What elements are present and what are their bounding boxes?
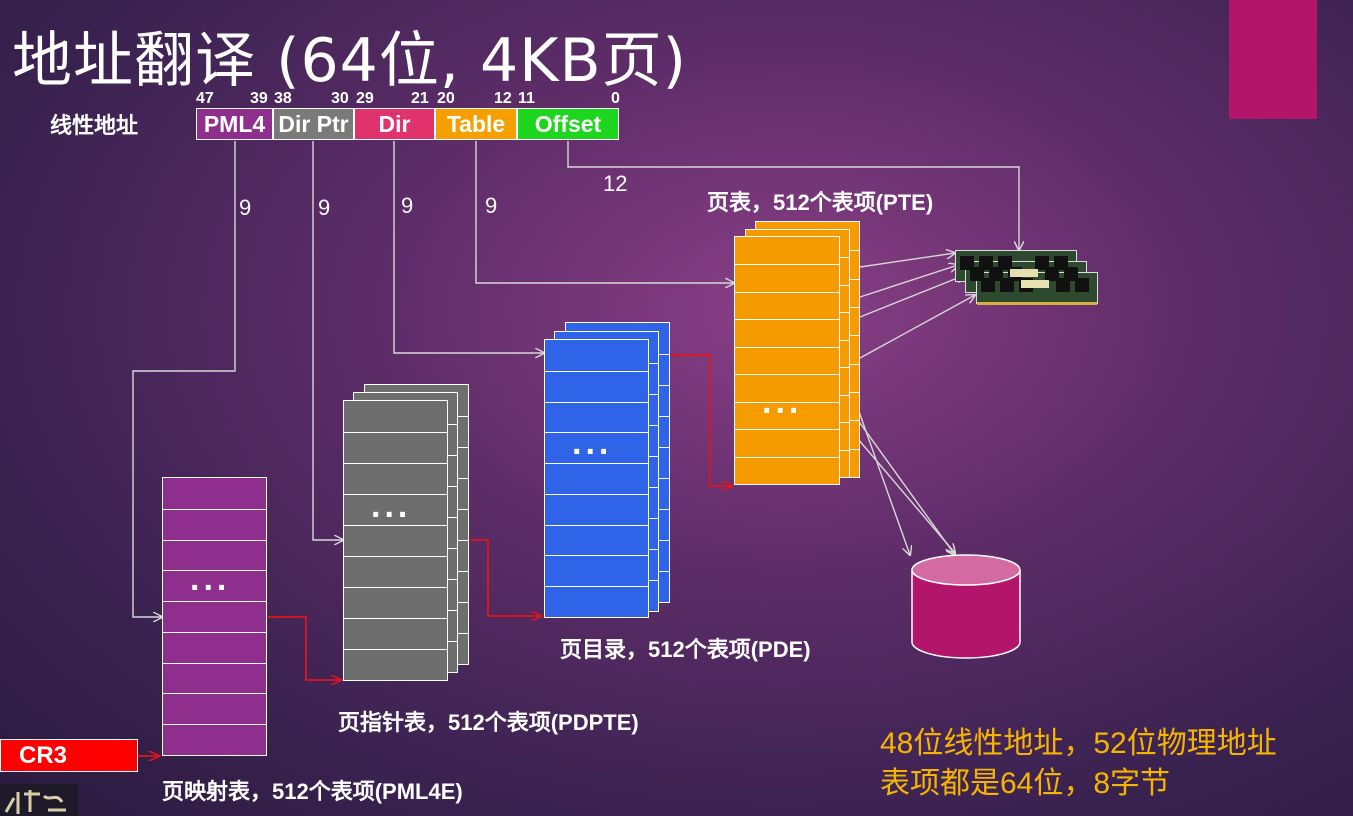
table-row-divider (735, 429, 839, 430)
bit-number: 11 (518, 90, 535, 107)
table-row-divider (163, 632, 266, 633)
ellipsis: ... (371, 487, 412, 525)
table-row-divider (344, 556, 447, 557)
table-row-divider (735, 264, 839, 265)
bit-number: 38 (274, 90, 292, 107)
table-row-divider (735, 347, 839, 348)
table-row-divider (545, 402, 648, 403)
bit-number: 47 (196, 90, 214, 107)
table-row-divider (163, 693, 266, 694)
table-row-divider (163, 570, 266, 571)
bit-number: 0 (611, 90, 620, 107)
bit-number: 20 (437, 90, 455, 107)
bit-number: 30 (331, 90, 349, 107)
table-row-divider (344, 649, 447, 650)
table-row-divider (545, 432, 648, 433)
page-title: 地址翻译 (64位, 4KB页) (12, 26, 688, 96)
corner-logo (0, 784, 78, 816)
bit-number: 21 (411, 90, 429, 107)
table-row-divider (735, 319, 839, 320)
table-row-divider (545, 586, 648, 587)
bit-count: 9 (239, 195, 252, 220)
pdpt-caption: 页指针表，512个表项(PDPTE) (338, 710, 639, 735)
table-row-divider (163, 601, 266, 602)
bit-number: 29 (356, 90, 374, 107)
summary-line: 48位线性地址，52位物理地址 (880, 727, 1277, 760)
accent-box (1229, 0, 1317, 119)
table-row-divider (545, 371, 648, 372)
table-row-divider (545, 494, 648, 495)
table-row-divider (344, 432, 447, 433)
table-row-divider (344, 618, 447, 619)
table-row-divider (163, 724, 266, 725)
bit-count: 9 (318, 195, 331, 220)
linear-address-label: 线性地址 (50, 113, 139, 138)
table-row-divider (545, 555, 648, 556)
table-row-divider (735, 402, 839, 403)
pd-caption: 页目录，512个表项(PDE) (560, 637, 811, 662)
summary-text: 48位线性地址，52位物理地址 表项都是64位，8字节 (880, 724, 1277, 804)
bit-count: 12 (603, 171, 628, 196)
table-row-divider (163, 540, 266, 541)
bit-count: 9 (485, 193, 498, 218)
table-row-divider (344, 494, 447, 495)
pml4-caption: 页映射表，512个表项(PML4E) (162, 779, 463, 804)
field-dir: Dir (354, 108, 435, 140)
table-row-divider (545, 525, 648, 526)
field-table: Table (435, 108, 517, 140)
ellipsis: ... (190, 560, 231, 598)
table-row-divider (545, 463, 648, 464)
field-pml4: PML4 (196, 108, 273, 140)
pt-caption: 页表，512个表项(PTE) (707, 190, 934, 215)
summary-line: 表项都是64位，8字节 (880, 767, 1171, 800)
table-row-divider (735, 292, 839, 293)
ellipsis: ... (572, 424, 613, 462)
ellipsis: ... (762, 383, 803, 421)
bit-number: 12 (494, 90, 512, 107)
table-row-divider (344, 587, 447, 588)
table-row-divider (344, 525, 447, 526)
table-row-divider (163, 509, 266, 510)
cr3-register: CR3 (0, 739, 138, 772)
table-row-divider (344, 463, 447, 464)
disk-icon (911, 554, 1021, 659)
field-dir-ptr: Dir Ptr (273, 108, 354, 140)
bit-count: 9 (401, 193, 414, 218)
table-row-divider (163, 663, 266, 664)
table-row-divider (735, 457, 839, 458)
bit-number: 39 (250, 90, 268, 107)
table-row-divider (735, 374, 839, 375)
field-offset: Offset (517, 108, 619, 140)
